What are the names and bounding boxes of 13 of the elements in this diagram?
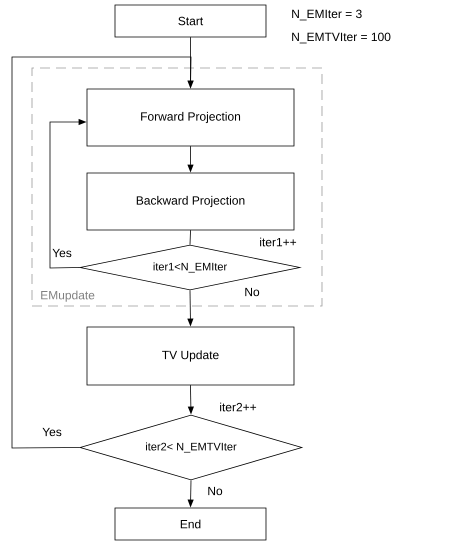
note-text: N_EMIter = 3: [292, 10, 362, 20]
edge-label: No: [206, 486, 224, 496]
process-box: Forward Projection: [86, 88, 294, 146]
note-text: N_EMTVIter = 100: [292, 32, 390, 44]
process-box: Start: [114, 4, 266, 38]
edge-label: Yes: [51, 248, 73, 258]
note-text: iter1++: [260, 238, 296, 246]
edge-label: Yes: [41, 426, 63, 438]
process-box: End: [114, 508, 266, 540]
process-box: TV Update: [86, 326, 294, 386]
note-text: iter2++: [220, 402, 256, 412]
process-box: Backward Projection: [86, 172, 294, 230]
arrow: [12, 56, 194, 448]
